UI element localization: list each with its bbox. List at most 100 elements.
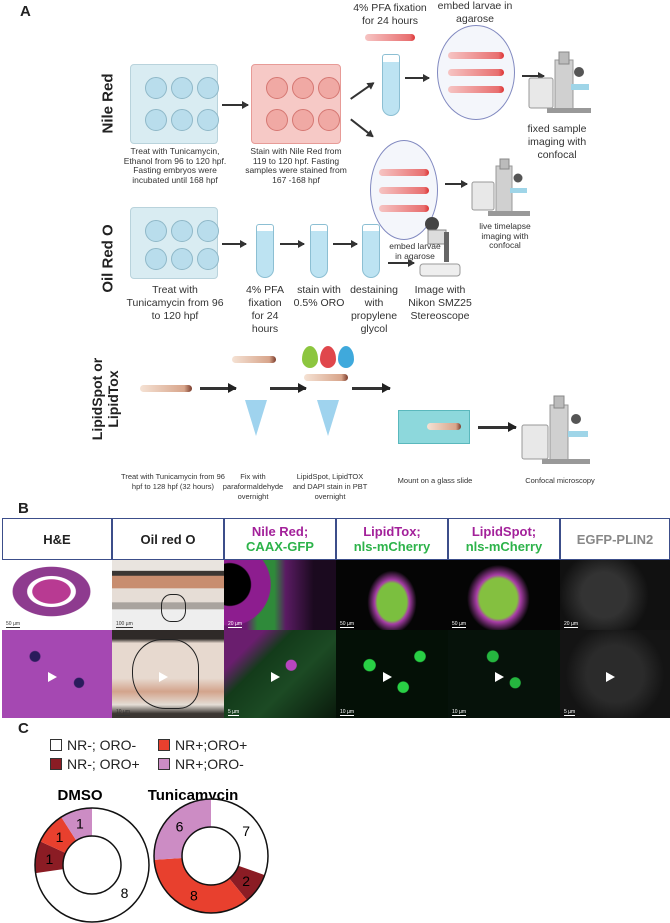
caption-lipid-step-4: Mount on a glass slide: [397, 476, 473, 485]
arrow: [352, 383, 391, 392]
larva-icon: [140, 385, 192, 392]
slice-label: 8: [190, 887, 198, 903]
stain-header-4: LipidSpot;nls-mCherry: [448, 518, 560, 560]
stain-header-3: LipidTox;nls-mCherry: [336, 518, 448, 560]
slice-label: 1: [56, 829, 64, 845]
arrow: [405, 74, 430, 81]
donut-slice: [61, 808, 92, 841]
scale-bar: 20 µm: [228, 621, 242, 628]
arrow: [478, 422, 517, 431]
donut-slice: [35, 841, 66, 874]
header-line1: LipidSpot;: [471, 524, 537, 539]
arrowhead-marker: [383, 672, 393, 683]
caption-stain-nile: Stain with Nile Red from 119 to 120 hpf.…: [245, 146, 347, 185]
micrograph-bottom-0: [2, 630, 112, 718]
donut-slice: [153, 799, 211, 860]
larva-icon: [304, 374, 348, 381]
header-line2: nls-mCherry: [353, 539, 431, 554]
tube-icon: [245, 400, 267, 436]
arrow: [522, 72, 545, 79]
micrograph-bottom-1: 10 µm: [112, 630, 224, 718]
legend-swatch: [158, 739, 170, 751]
legend-item: NR-; ORO+: [50, 756, 140, 772]
caption-oro-step-1: Treat with Tunicamycin from 96 to 120 hp…: [126, 284, 224, 322]
header-line1: EGFP-PLIN2: [576, 531, 654, 547]
caption-live-imaging: live timelapse imaging with confocal: [479, 221, 531, 250]
micrograph-top-3: 50 µm: [336, 560, 448, 630]
arrowhead-marker: [48, 672, 58, 683]
caption-oro-step-4: destaining with propylene glycol: [350, 284, 398, 335]
micrograph-top-5: 20 µm: [560, 560, 670, 630]
stain-header-0: H&E: [2, 518, 112, 560]
scale-bar: 10 µm: [116, 709, 130, 716]
arrow: [350, 118, 374, 137]
scale-bar: 50 µm: [452, 621, 466, 628]
arrowhead-marker: [159, 672, 169, 683]
arrow: [333, 240, 358, 247]
caption-embed-top: embed larvae in agarose: [437, 0, 513, 25]
scale-bar: 5 µm: [564, 709, 576, 716]
donut-slice: [229, 865, 265, 901]
scale-bar: 50 µm: [340, 621, 354, 628]
donut-outline: [153, 798, 269, 914]
caption-embed-bottom: embed larvae in agarose: [389, 241, 441, 261]
donut-slice: [211, 799, 268, 876]
header-line2: CAAX-GFP: [246, 539, 314, 554]
tube-icon: [382, 54, 400, 116]
micrograph-bottom-4: 10 µm: [448, 630, 560, 718]
arrow: [270, 383, 307, 392]
legend-label: NR+;ORO-: [175, 756, 244, 772]
legend-label: NR-; ORO-: [67, 737, 137, 753]
confocal-microscope-icon: [521, 395, 590, 464]
arrowhead-marker: [495, 672, 505, 683]
header-line1: Oil red O: [140, 531, 196, 547]
header-line1: LipidTox;: [363, 524, 421, 539]
blue-drop-icon: [338, 346, 354, 368]
red-drop-icon: [320, 346, 336, 368]
slice-label: 6: [176, 819, 184, 835]
legend-item: NR+;ORO-: [158, 756, 244, 772]
donut-slice: [40, 817, 77, 853]
embedded-larvae-circle: [437, 25, 515, 120]
panel-label-a: A: [20, 3, 31, 20]
arrow: [388, 259, 415, 266]
donut-outline: [34, 807, 150, 923]
caption-lipid-step-2: Fix with paraformaldehyde overnight: [222, 472, 284, 501]
stain-header-2: Nile Red;CAAX-GFP: [224, 518, 336, 560]
stain-header-5: EGFP-PLIN2: [560, 518, 670, 560]
legend-item: NR+;ORO+: [158, 737, 247, 753]
arrow: [200, 383, 237, 392]
legend-label: NR-; ORO+: [67, 756, 140, 772]
micrograph-top-4: 50 µm: [448, 560, 560, 630]
caption-treat-nile: Treat with Tunicamycin, Ethanol from 96 …: [123, 146, 227, 185]
micrograph-top-2: 20 µm: [224, 560, 336, 630]
donut-outline: [62, 835, 122, 895]
green-drop-icon: [302, 346, 318, 368]
arrow: [280, 240, 305, 247]
glass-slide-icon: [398, 410, 470, 444]
row-label-oil-red-o: Oil Red O: [99, 224, 117, 293]
donut-slice: [35, 808, 149, 922]
caption-oro-step-5: Image with Nikon SMZ25 Stereoscope: [408, 284, 472, 322]
legend-swatch: [50, 739, 62, 751]
confocal-microscope-icon: [528, 51, 591, 113]
legend-swatch: [158, 758, 170, 770]
arrowhead-marker: [271, 672, 281, 683]
donut-title: DMSO: [58, 787, 103, 804]
donut-outline: [181, 826, 241, 886]
scale-bar: 5 µm: [228, 709, 240, 716]
slice-label: 2: [242, 873, 250, 889]
well-plate-treat: [130, 207, 219, 279]
row-label-lipid: LipidSpot or LipidTox: [89, 357, 121, 441]
scale-bar: 20 µm: [564, 621, 578, 628]
arrow: [222, 240, 247, 247]
caption-oro-step-3: stain with 0.5% ORO: [293, 284, 345, 309]
donut-slice: [154, 857, 247, 913]
slice-label: 1: [76, 816, 84, 832]
arrow: [445, 180, 468, 187]
larva-icon: [365, 34, 415, 41]
caption-lipid-step-1: Treat with Tunicamycin from 96 hpf to 12…: [121, 472, 225, 491]
larva-icon: [232, 356, 276, 363]
scale-bar: 50 µm: [6, 621, 20, 628]
